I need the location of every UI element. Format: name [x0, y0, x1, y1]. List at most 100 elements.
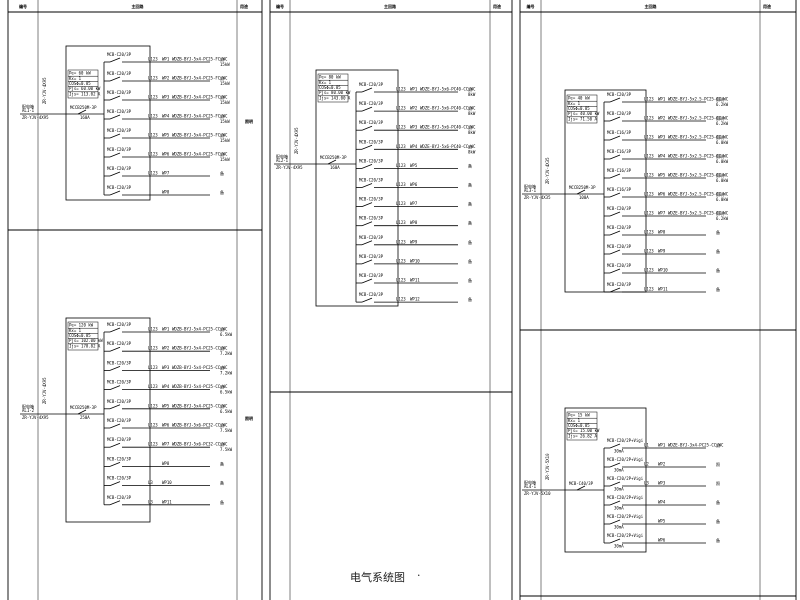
- circuit-breaker-contact: [609, 211, 621, 217]
- circuit-phase: L123: [148, 152, 158, 157]
- circuit-use: 照: [220, 114, 224, 119]
- circuit-cable: WDZE-BYJ-5x2.5-PC25-CC,WC: [668, 211, 729, 216]
- circuit-phase: L123: [148, 327, 158, 332]
- circuit-breaker-contact: [609, 154, 621, 160]
- circuit-id: WP6: [658, 192, 666, 197]
- circuit-phase: L123: [644, 173, 654, 178]
- circuit-breaker-contact: [109, 190, 121, 196]
- circuit-id: WP11: [410, 278, 420, 283]
- circuit-cable: WDZE-BYJ-5x2.5-PC25-CC,WC: [668, 154, 729, 159]
- circuit-power: 8kW: [468, 111, 476, 116]
- circuit-breaker-contact: [109, 423, 121, 429]
- circuit-cable: WDZB-BYJ-5x4-PC25-CC,WC: [172, 403, 228, 408]
- circuit-use: 照: [220, 423, 224, 428]
- circuit-id: WP3: [658, 481, 666, 486]
- circuit-use: 照明: [716, 154, 724, 159]
- circuit-id: WP3: [162, 365, 170, 370]
- circuit-phase: L123: [396, 125, 406, 130]
- circuit-breaker-label: MCB-C20/3P: [107, 360, 132, 365]
- circuit-use: 备: [468, 296, 472, 302]
- circuit-use: 照: [220, 152, 224, 157]
- circuit-power: 8kW: [468, 149, 476, 154]
- circuit-use: 备: [716, 499, 720, 505]
- incoming-tag-2: AL1-1: [22, 108, 35, 113]
- circuit-id: WP10: [658, 268, 668, 273]
- circuit-breaker-label: MCB-C20/2P+Vigi: [607, 476, 644, 481]
- circuit-breaker-contact: [361, 297, 373, 303]
- circuit-cable: WDZE-BYJ-5x2.5-PC25-CC,WC: [668, 192, 729, 197]
- load-info-line: COSΦ=0.85: [568, 423, 590, 428]
- incoming-tag-2: AL1-2: [22, 408, 35, 413]
- circuit-use: 照: [220, 346, 224, 351]
- main-breaker-label: MCCB250M-3P: [320, 155, 347, 160]
- circuit-breaker-contact: [609, 249, 621, 255]
- circuit-breaker-label: MCB-C20/3P: [107, 52, 132, 57]
- load-info-line: Kx= 1: [69, 76, 82, 81]
- drawing-title-suffix: ·: [417, 569, 421, 582]
- circuit-breaker-label: MCB-C20/3P: [607, 206, 632, 211]
- circuit-breaker-label: MCB-C20/3P: [359, 178, 384, 183]
- circuit-breaker-contact: [109, 76, 121, 82]
- circuit-power: 15kW: [220, 119, 230, 124]
- circuit-id: WP6: [410, 182, 418, 187]
- incoming-tag-2: AL2-1: [276, 158, 289, 163]
- circuit-use: 备: [220, 460, 224, 466]
- circuit-use: 照: [716, 462, 720, 467]
- circuit-use: 照: [468, 87, 472, 92]
- circuit-breaker-contact: [109, 133, 121, 139]
- circuit-id: WP7: [658, 211, 666, 216]
- circuit-phase: L123: [148, 346, 158, 351]
- circuit-use: 照明: [716, 97, 724, 102]
- incoming-tag: 配电箱: [22, 103, 34, 109]
- circuit-cable: WDZB-BYJ-5x4-PC25-CC,WC: [172, 384, 228, 389]
- circuit-breaker-label: MCB-C20/3P: [607, 263, 632, 268]
- load-info-frame: [67, 321, 99, 351]
- circuit-breaker-contact: [609, 268, 621, 274]
- circuit-cable: WDZE-BYJ-5x6-PC40-CC,WC: [420, 106, 476, 111]
- circuit-breaker-label: MCB-C20/3P: [359, 120, 384, 125]
- circuit-breaker-label: MCB-C16/3P: [607, 149, 632, 154]
- circuit-breaker-contact: [609, 192, 621, 198]
- incoming-feeder: 配电箱AL2-1ZR-YJV-4X95ZR-YJV-4X95MCCB250M-3…: [274, 127, 356, 170]
- header-no-1: 编号: [276, 3, 284, 9]
- main-breaker-label: MCCB250M-3P: [70, 105, 97, 110]
- circuit-id: WP2: [658, 116, 666, 121]
- circuit-breaker-label: MCB-C20/3P: [107, 128, 132, 133]
- circuit-use: 照: [716, 481, 720, 486]
- circuit-cable: WDZB-BYJ-5x4-PC25-FC,WC: [172, 133, 228, 138]
- circuit-phase: L123: [396, 201, 406, 206]
- circuit-breaker-contact: [109, 500, 121, 506]
- circuit-breaker-contact: [609, 116, 621, 122]
- circuit-breaker-label: MCB-C20/2P+Vigi: [607, 533, 644, 538]
- load-info-line: COSΦ=0.85: [69, 333, 91, 338]
- circuit-breaker-label: MCB-C20/3P: [107, 476, 132, 481]
- load-info-line: Kx= 1: [568, 101, 581, 106]
- circuit-breaker-contact: [609, 443, 621, 449]
- circuit-use: 照明: [716, 192, 724, 197]
- circuit-id: WP2: [162, 76, 170, 81]
- incoming-cable: ZR-YJV-4X35: [524, 195, 551, 200]
- load-info-line: COSΦ=0.85: [69, 81, 91, 86]
- circuit-cable: WDZB-BYJ-5x4-PC25-FC,WC: [172, 114, 228, 119]
- circuit-id: WP9: [410, 239, 418, 244]
- circuit-breaker-label: MCB-C20/3P: [107, 147, 132, 152]
- circuit-breaker-contact: [609, 173, 621, 179]
- circuit-breaker-contact: [609, 538, 621, 544]
- circuit-id: WP5: [658, 173, 666, 178]
- load-info-line: Ijs= 26.82 A: [568, 433, 597, 438]
- circuit-cable: WDZB-BYJ-5x4-PC25-CC,WC: [172, 365, 228, 370]
- load-info-line: Pe= 120 kW: [69, 323, 94, 328]
